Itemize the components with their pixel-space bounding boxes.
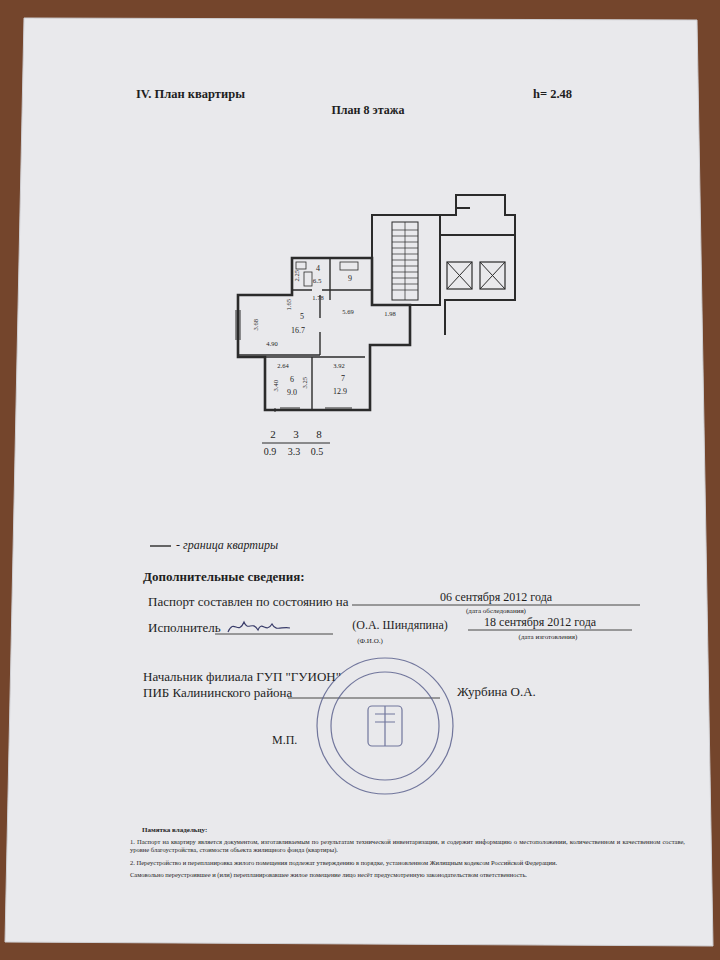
field-hint: (Ф.И.О.): [357, 637, 383, 645]
dimension: 5.69: [342, 308, 353, 315]
room-area: 6.5: [313, 277, 322, 285]
room-number: 9: [348, 274, 352, 283]
page-heading: IV. План квартиры: [136, 87, 245, 101]
room-number: 5: [300, 312, 304, 321]
dimension: 1.78: [312, 294, 323, 301]
dimension: 3.68: [252, 319, 259, 330]
dimension: 1.65: [285, 299, 292, 310]
room-number: 7: [341, 374, 345, 383]
room-area: 16.7: [291, 326, 305, 335]
dimension: 1.98: [384, 310, 395, 317]
dimension: 4.90: [266, 340, 277, 347]
room-area: 12.9: [333, 387, 347, 396]
summary-number: 3: [293, 428, 299, 441]
memo-note: 2. Переустройство и перепланировка жилог…: [130, 859, 685, 866]
summary-number: 2: [270, 428, 276, 441]
floor-heading: План 8 этажа: [332, 104, 405, 118]
legend-line-sample: [150, 545, 171, 546]
section-heading: Дополнительные сведения:: [143, 570, 305, 585]
field-value: (О.А. Шиндяпина): [352, 619, 448, 633]
dimension: 3.92: [333, 362, 344, 369]
summary-number: 8: [316, 428, 322, 441]
room-area: 9.0: [287, 388, 297, 397]
field-value: 18 сентября 2012 года: [484, 616, 596, 630]
seal-mark: М.П.: [272, 734, 297, 748]
field-value: Журбина О.А.: [457, 685, 536, 700]
dimension: 3.25: [301, 377, 308, 388]
dimension: 2.25: [293, 270, 300, 281]
field-label: Паспорт составлен по состоянию на: [148, 595, 348, 610]
dimension: 2.64: [277, 362, 288, 369]
ceiling-height: h= 2.48: [533, 87, 572, 101]
field-value: 06 сентября 2012 года: [440, 591, 552, 605]
field-label: ПИБ Калининского района: [143, 686, 292, 701]
field-hint: (дата обследования): [466, 607, 526, 615]
field-label: Начальник филиала ГУП "ГУИОН": [143, 670, 341, 685]
field-hint: (дата изготовления): [519, 633, 578, 641]
room-number: 6: [290, 375, 294, 384]
room-number: 4: [316, 264, 320, 273]
summary-area: 0.9: [264, 446, 277, 458]
memo-note: Самовольно переустроившее и (или) перепл…: [130, 871, 685, 878]
dimension: 3.40: [272, 380, 279, 391]
memo-heading: Памятка владельцу:: [142, 826, 207, 834]
summary-area: 0.5: [311, 446, 324, 458]
legend-text: - граница квартиры: [176, 539, 278, 553]
memo-note: 1. Паспорт на квартиру является документ…: [130, 838, 685, 853]
field-label: Исполнитель: [148, 621, 221, 636]
summary-area: 3.3: [288, 446, 301, 458]
